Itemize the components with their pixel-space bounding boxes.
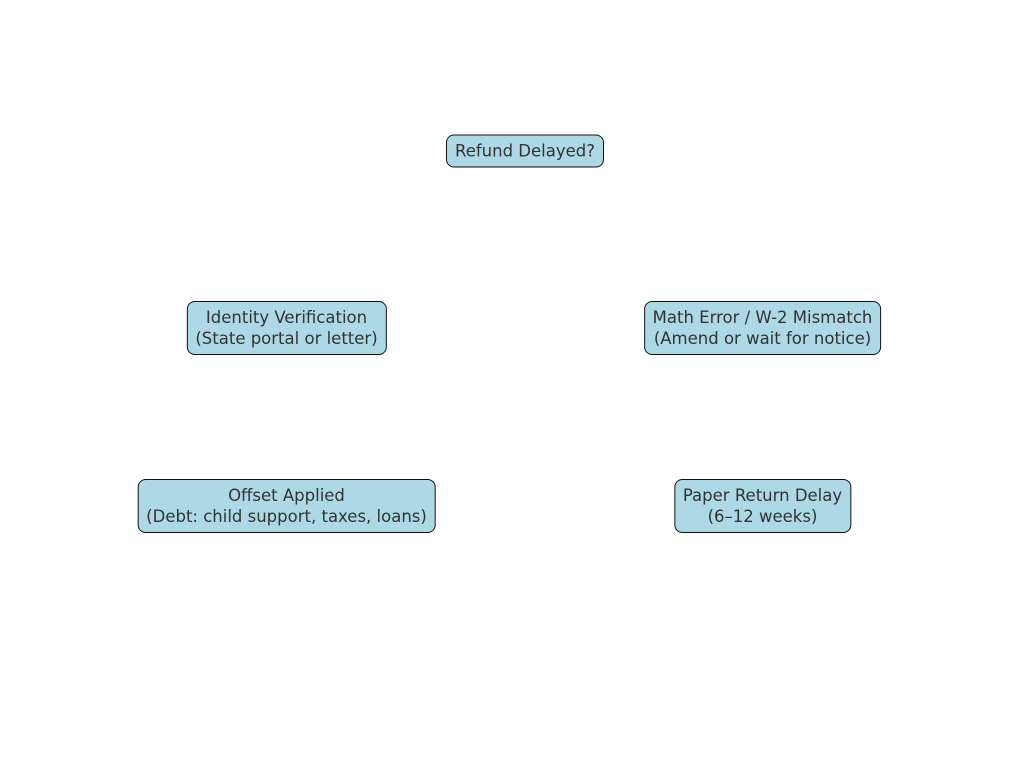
node-math-error: Math Error / W-2 Mismatch (Amend or wait… xyxy=(643,301,882,355)
node-paper-return-delay: Paper Return Delay (6–12 weeks) xyxy=(673,479,852,533)
node-label: Identity Verification xyxy=(205,308,368,327)
node-sublabel: (Debt: child support, taxes, loans) xyxy=(146,507,427,526)
node-label: Paper Return Delay xyxy=(682,486,843,505)
node-label: Refund Delayed? xyxy=(454,141,596,161)
node-label: Math Error / W-2 Mismatch xyxy=(652,308,873,327)
node-sublabel: (6–12 weeks) xyxy=(707,507,818,526)
node-sublabel: (Amend or wait for notice) xyxy=(653,329,872,348)
node-label: Offset Applied xyxy=(228,486,345,505)
node-offset-applied: Offset Applied (Debt: child support, tax… xyxy=(137,479,436,533)
node-refund-delayed: Refund Delayed? xyxy=(445,134,605,168)
node-identity-verification: Identity Verification (State portal or l… xyxy=(186,301,387,355)
node-sublabel: (State portal or letter) xyxy=(195,329,378,348)
